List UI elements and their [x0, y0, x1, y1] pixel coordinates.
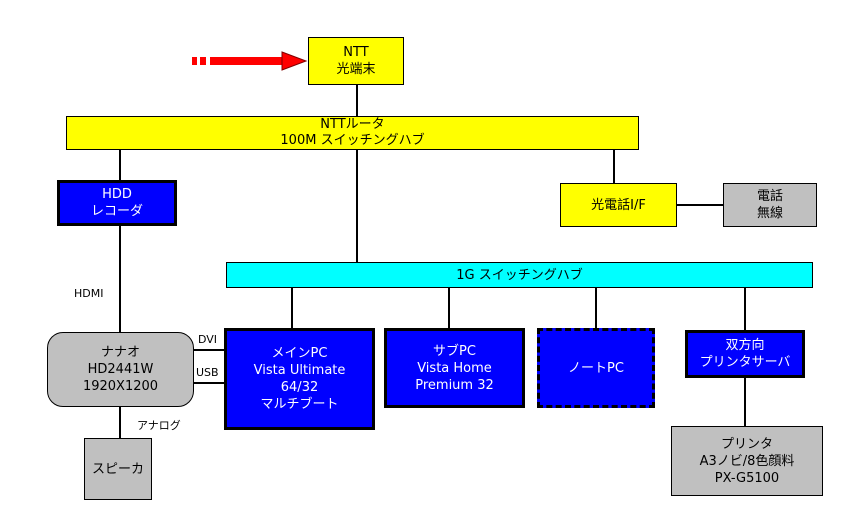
analog-link-label: アナログ	[137, 419, 181, 432]
phone-wireless-line2: 無線	[756, 206, 783, 221]
note-pc-label: ノートPC	[568, 360, 624, 376]
main-pc-node: メインPC Vista Ultimate 64/32 マルチブート	[224, 328, 375, 430]
switch-1g-label: 1G スイッチングハブ	[456, 267, 583, 283]
print-server-line1: 双方向	[725, 338, 765, 353]
printer-line3: PX-G5100	[714, 470, 780, 486]
monitor-line1: ナナオ	[100, 345, 140, 360]
sub-pc-line3: Premium 32	[415, 377, 494, 393]
hdd-recorder-node: HDD レコーダ	[57, 180, 177, 226]
hdd-recorder-line2: レコーダ	[90, 204, 143, 219]
main-pc-line4: マルチブート	[260, 397, 339, 412]
ntt-terminal-node: NTT 光端末	[308, 37, 404, 85]
printer-node: プリンタ A3ノビ/8色顔料 PX-G5100	[671, 426, 823, 496]
incoming-arrow	[192, 51, 308, 71]
phone-wireless-node: 電話 無線	[723, 183, 817, 227]
sub-pc-line1: サブPC	[433, 343, 476, 359]
hdd-recorder-line1: HDD	[102, 187, 132, 202]
main-pc-line1: メインPC	[271, 346, 328, 361]
ntt-router-node: NTTルータ 100M スイッチングハブ	[66, 116, 639, 150]
speaker-node: スピーカ	[84, 438, 152, 500]
speaker-label: スピーカ	[91, 461, 144, 477]
ntt-terminal-line1: NTT	[343, 45, 369, 60]
monitor-node: ナナオ HD2441W 1920X1200	[47, 332, 194, 407]
print-server-line2: プリンタサーバ	[699, 355, 791, 370]
sub-pc-node: サブPC Vista Home Premium 32	[384, 328, 525, 408]
monitor-line2: HD2441W	[87, 362, 154, 377]
note-pc-node: ノートPC	[537, 328, 655, 408]
printer-line1: プリンタ	[720, 436, 773, 452]
hdmi-link-label: HDMI	[74, 287, 104, 300]
optical-phone-if-label: 光電話I/F	[591, 197, 646, 213]
ntt-router-line2: 100M スイッチングハブ	[280, 133, 425, 148]
switch-1g-node: 1G スイッチングハブ	[226, 262, 813, 288]
optical-phone-if-node: 光電話I/F	[560, 183, 677, 227]
monitor-line3: 1920X1200	[82, 379, 159, 394]
phone-wireless-line1: 電話	[756, 189, 783, 204]
ntt-terminal-line2: 光端末	[336, 62, 376, 77]
sub-pc-line2: Vista Home	[417, 360, 492, 376]
printer-line2: A3ノビ/8色顔料	[699, 453, 795, 469]
main-pc-line2: Vista Ultimate	[253, 363, 346, 378]
dvi-link-label: DVI	[198, 333, 218, 346]
print-server-node: 双方向 プリンタサーバ	[685, 330, 805, 378]
main-pc-line3: 64/32	[280, 380, 319, 395]
ntt-router-line1: NTTルータ	[320, 117, 385, 132]
usb-link-label: USB	[196, 366, 219, 379]
